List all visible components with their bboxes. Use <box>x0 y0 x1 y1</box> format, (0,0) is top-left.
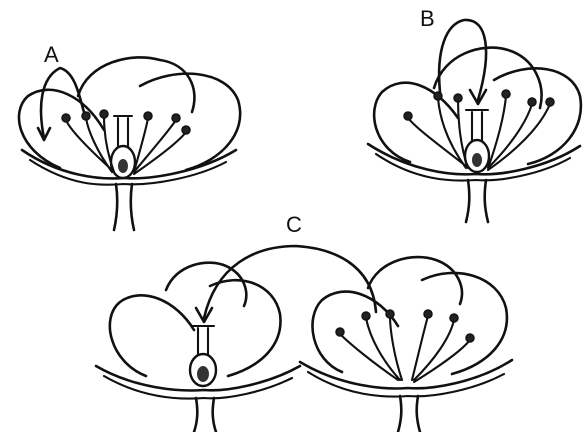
flower-a-petal-back <box>78 57 194 112</box>
flower-a <box>19 57 240 230</box>
flower-c-right-anther <box>386 310 394 318</box>
flower-c-left-petal-left <box>110 295 194 376</box>
flower-c-left-stalk <box>194 398 216 432</box>
label-b: B <box>420 8 435 30</box>
flower-b <box>368 20 581 222</box>
flower-a-anther <box>62 114 70 122</box>
flower-b-anther <box>502 90 510 98</box>
flower-a-stalk <box>114 184 134 230</box>
flower-b-anther <box>454 94 462 102</box>
label-a: A <box>44 44 59 66</box>
flower-a-pistil <box>114 116 132 148</box>
flower-b-anther <box>434 92 442 100</box>
flower-a-anther <box>182 126 190 134</box>
flower-a-pollen-arrow <box>41 68 84 138</box>
flower-a-anther <box>144 112 152 120</box>
flower-c-right-anther <box>424 310 432 318</box>
flower-b-petal-back <box>434 48 542 108</box>
flower-c-right-anther <box>450 314 458 322</box>
flower-c-left-pistil <box>192 326 214 356</box>
flower-c-right-anther <box>466 334 474 342</box>
flower-a-anther <box>100 110 108 118</box>
flower-c-right-anther <box>336 328 344 336</box>
flower-c-left-ovule <box>197 366 209 382</box>
label-c: C <box>286 214 302 236</box>
flower-a-ovule <box>118 159 128 173</box>
flower-c-left <box>96 263 300 432</box>
flower-c-right-petal-right <box>422 273 507 374</box>
flower-b-anther <box>528 98 536 106</box>
flower-c-right-sepal-line <box>308 372 504 397</box>
flower-c-right-anther <box>362 312 370 320</box>
flower-b-anther <box>546 98 554 106</box>
flower-b-stalk <box>466 180 488 222</box>
flower-b-petal-right <box>494 68 581 164</box>
flower-c-left-petal-back <box>166 263 246 306</box>
flower-b-pistil <box>466 110 488 142</box>
flower-b-pollen-arrow <box>439 20 486 100</box>
flower-a-anther <box>82 112 90 120</box>
flower-c-pollen-arrow <box>204 246 376 318</box>
flower-c-right-stalk <box>398 396 420 432</box>
flower-c-right-stamens <box>340 316 470 382</box>
flower-b-ovule <box>472 153 482 167</box>
flower-a-anther <box>172 114 180 122</box>
flower-c-right <box>300 257 512 432</box>
flower-c-right-petal-back <box>368 257 462 304</box>
flower-b-anther <box>404 112 412 120</box>
